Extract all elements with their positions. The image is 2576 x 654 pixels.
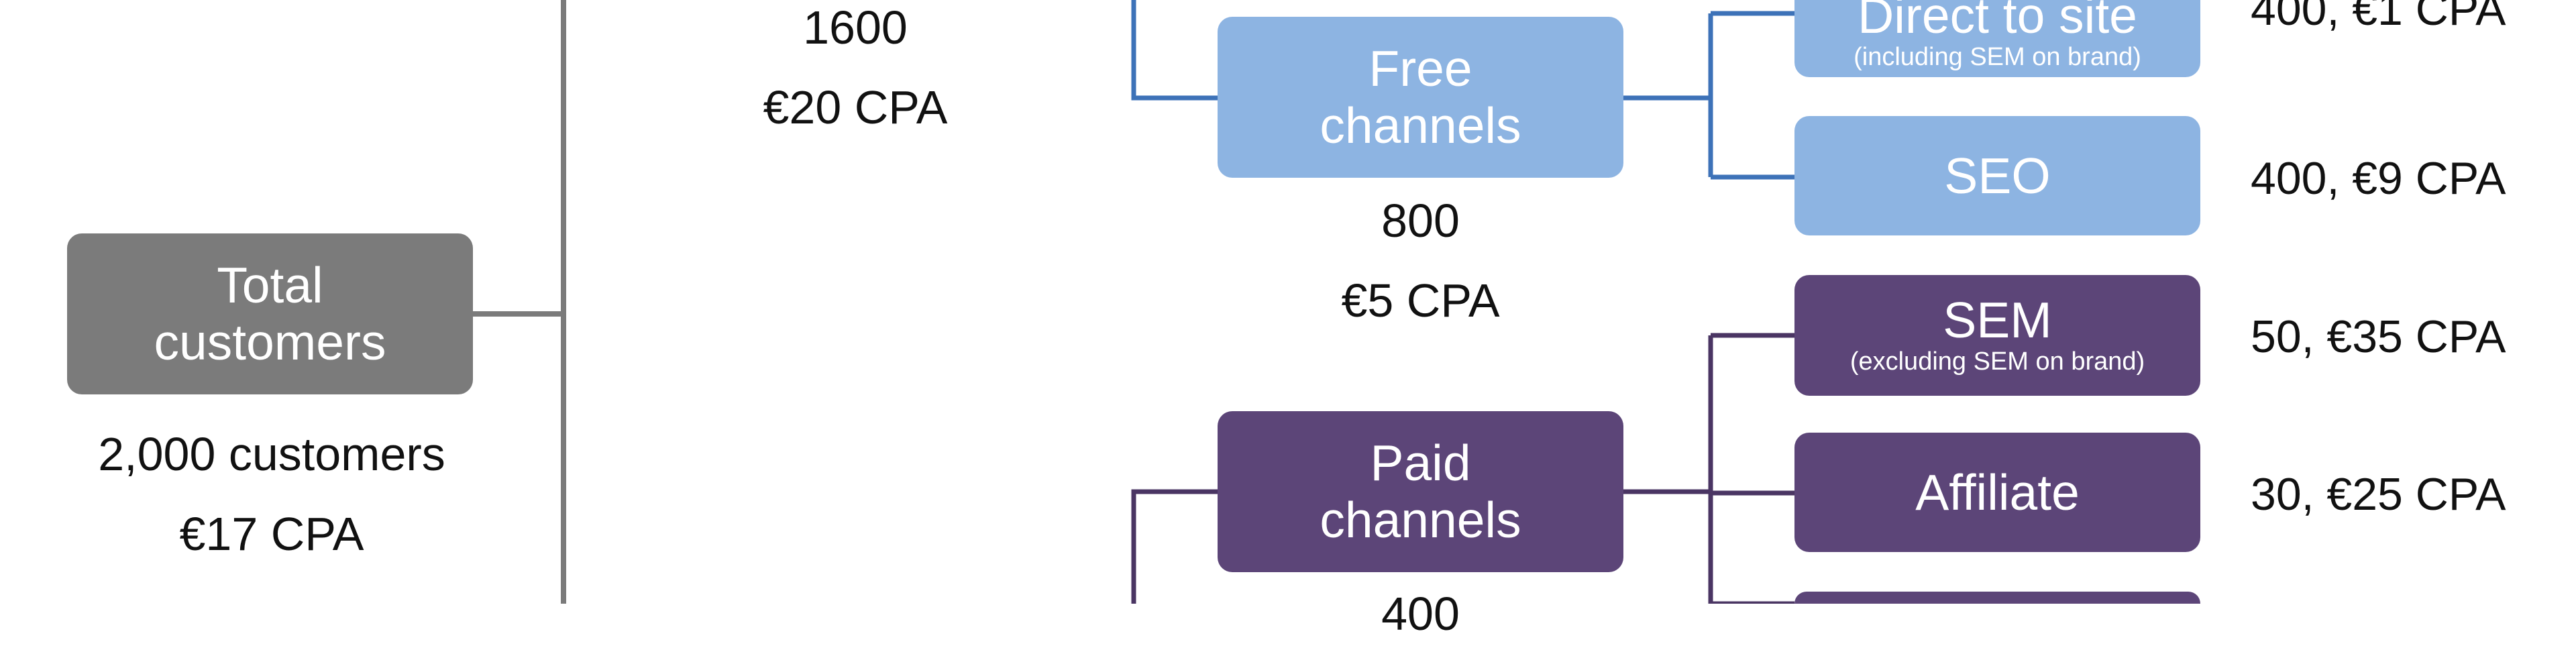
- paid-channels-node: Paid channels: [1218, 411, 1623, 572]
- direct-to-site-sublabel: (including SEM on brand): [1854, 43, 2141, 72]
- affiliate-stat: 30, €25 CPA: [2251, 469, 2506, 520]
- paid-channels-stats: 400: [1218, 574, 1623, 654]
- free-channels-cpa: €5 CPA: [1341, 274, 1500, 327]
- direct-to-site-label: Direct to site: [1858, 0, 2137, 44]
- free-channels-inbound-connector: [1131, 0, 1218, 101]
- seo-node: SEO: [1794, 116, 2200, 235]
- direct-to-site-node: Direct to site (including SEM on brand): [1794, 0, 2200, 77]
- paid-channels-label-line2: channels: [1320, 492, 1521, 548]
- paid-channels-inbound-connector: [1131, 489, 1218, 604]
- free-channels-count: 800: [1381, 195, 1460, 247]
- sem-sublabel: (excluding SEM on brand): [1849, 347, 2145, 376]
- free-channels-node: Free channels: [1218, 17, 1623, 178]
- sem-node: SEM (excluding SEM on brand): [1794, 275, 2200, 396]
- connector-lines: [473, 0, 1794, 604]
- upper-branch-cpa: €20 CPA: [763, 81, 948, 133]
- total-customers-node: Total customers: [67, 233, 473, 394]
- seo-stat: 400, €9 CPA: [2251, 153, 2506, 204]
- sem-stat: 50, €35 CPA: [2251, 311, 2506, 362]
- upper-branch-stats: 1600 €20 CPA: [671, 0, 1040, 148]
- free-channels-stats: 800 €5 CPA: [1218, 181, 1623, 341]
- direct-to-site-stat: 400, €1 CPA: [2251, 0, 2506, 35]
- total-customers-cpa: €17 CPA: [179, 508, 364, 560]
- affiliate-label: Affiliate: [1915, 464, 2080, 521]
- next-paid-leaf-node: [1794, 592, 2200, 604]
- total-customers-count: 2,000 customers: [98, 428, 445, 480]
- seo-label: SEO: [1944, 147, 2051, 204]
- free-channels-label-line2: channels: [1320, 97, 1521, 154]
- paid-channels-count: 400: [1381, 588, 1460, 640]
- total-customers-label-line1: Total: [217, 257, 323, 314]
- upper-branch-count: 1600: [803, 1, 908, 54]
- total-customers-stats: 2,000 customers €17 CPA: [13, 415, 530, 574]
- sem-label: SEM: [1943, 291, 2052, 348]
- affiliate-node: Affiliate: [1794, 433, 2200, 552]
- paid-channels-label-line1: Paid: [1370, 435, 1471, 492]
- acquisition-channel-tree: Total customers 2,000 customers €17 CPA …: [13, 0, 2506, 640]
- total-customers-label-line2: customers: [154, 314, 386, 370]
- free-channels-label-line1: Free: [1368, 40, 1472, 97]
